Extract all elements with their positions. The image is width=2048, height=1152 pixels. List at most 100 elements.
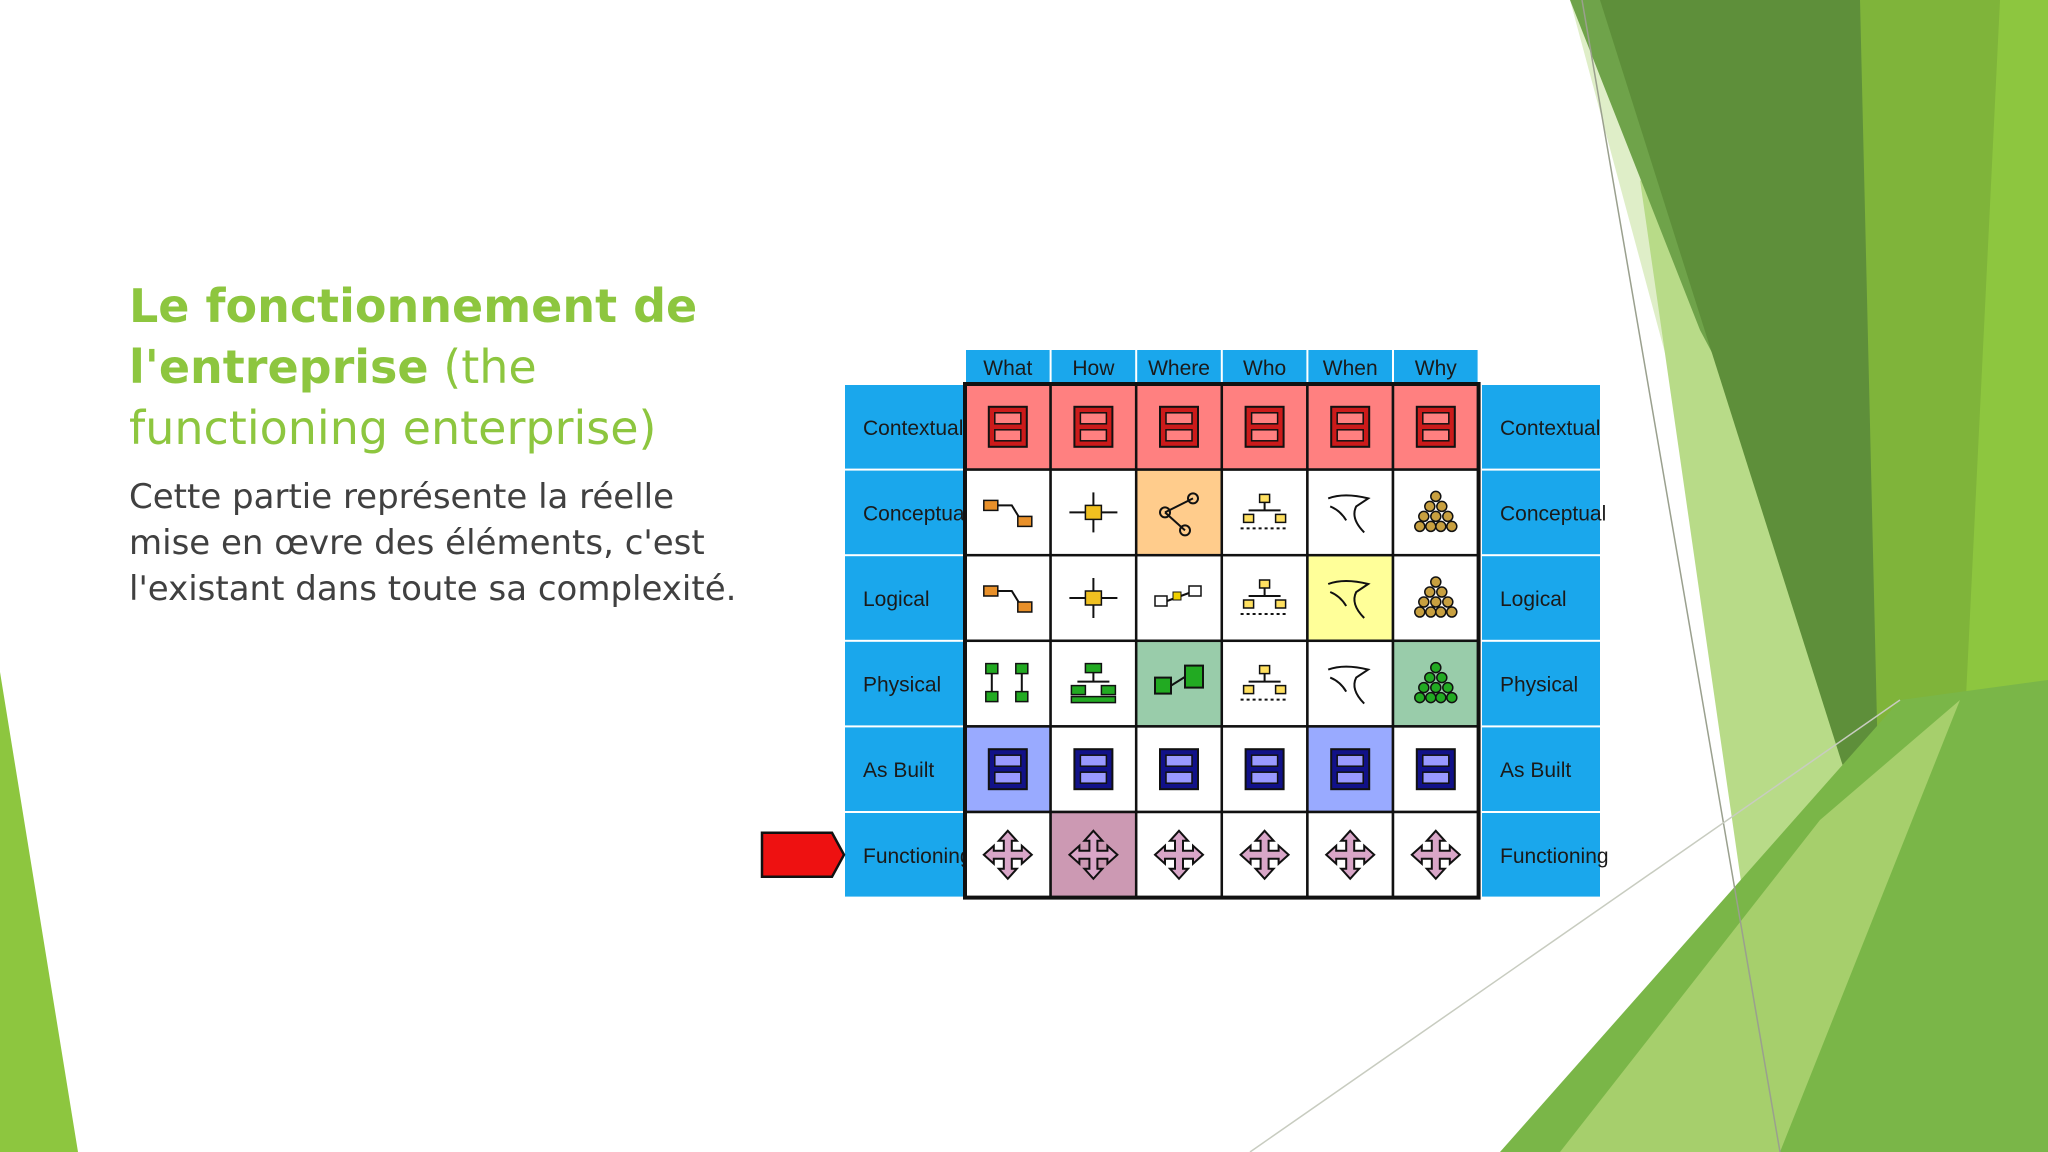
row-label-left-conceptual: Conceptual xyxy=(863,502,969,525)
cell-bg xyxy=(1049,639,1138,728)
cell-physical-when xyxy=(1306,639,1395,728)
row-label-left-contextual: Contextual xyxy=(863,417,963,440)
model-icon xyxy=(985,662,1029,703)
row-label-bg xyxy=(1482,641,1600,726)
model-icon xyxy=(1154,664,1204,695)
right-bright-facet xyxy=(1860,0,2000,850)
four-arrows-icon xyxy=(1067,829,1119,881)
four-arrows-icon xyxy=(982,829,1034,881)
cell-as-built-who xyxy=(1220,725,1309,814)
cell-physical-where xyxy=(1134,639,1224,728)
cell-conceptual-how xyxy=(1049,468,1138,557)
cell-contextual-how xyxy=(1049,382,1138,471)
slide-title: Le fonctionnement de l'entreprise (the f… xyxy=(129,276,749,459)
row-label-left-physical: Physical xyxy=(863,674,941,697)
cell-contextual-who xyxy=(1220,382,1309,471)
deco-line xyxy=(1581,0,1781,1152)
cell-bg xyxy=(1306,553,1395,643)
column-header-what: What xyxy=(983,357,1032,380)
column-header-where: Where xyxy=(1148,357,1210,380)
cell-physical-how xyxy=(1049,639,1138,728)
column-header-when: When xyxy=(1323,357,1378,380)
column-header-bg xyxy=(1222,350,1307,382)
model-icon xyxy=(1154,585,1202,607)
column-header-bg xyxy=(1051,350,1136,382)
row-label-bg xyxy=(1482,556,1600,640)
row-label-right-functioning: Functioning xyxy=(1500,845,1609,868)
model-icon xyxy=(1240,579,1289,615)
row-label-bg xyxy=(1482,385,1600,469)
cell-bg xyxy=(1220,553,1309,643)
row-label-bg xyxy=(845,470,963,555)
model-icon xyxy=(1070,662,1117,704)
cell-conceptual-who xyxy=(1220,468,1309,557)
model-icon xyxy=(983,499,1033,528)
cell-as-built-what xyxy=(963,725,1052,814)
cell-logical-when xyxy=(1306,553,1395,643)
cell-physical-who xyxy=(1220,639,1309,728)
model-icon xyxy=(1414,576,1458,618)
cell-bg xyxy=(1306,639,1395,728)
cell-bg xyxy=(963,553,1052,643)
four-arrows-icon xyxy=(1410,829,1462,881)
model-icon xyxy=(1069,492,1118,533)
cell-bg xyxy=(1306,468,1395,557)
slide-body: Cette partie représente la réelle mise e… xyxy=(129,474,769,612)
cell-logical-why xyxy=(1391,553,1480,643)
row-label-bg xyxy=(845,385,963,469)
cell-bg xyxy=(1134,639,1224,728)
cell-logical-how xyxy=(1049,553,1138,643)
column-header-who: Who xyxy=(1243,357,1286,380)
four-arrows-icon xyxy=(1324,829,1376,881)
column-header-bg xyxy=(1308,350,1392,382)
model-icon xyxy=(1240,493,1289,530)
row-label-bg xyxy=(1482,813,1600,897)
cell-logical-what xyxy=(963,553,1052,643)
column-header-why: Why xyxy=(1415,357,1458,380)
cell-contextual-why xyxy=(1391,382,1480,471)
model-icon xyxy=(1414,661,1458,704)
cell-contextual-when xyxy=(1306,382,1395,471)
row-label-left-logical: Logical xyxy=(863,588,930,611)
slide-title-regular: (the functioning enterprise) xyxy=(129,340,657,455)
model-icon xyxy=(1159,492,1199,537)
four-arrows-icon xyxy=(1239,829,1291,881)
slide-title-bold: Le fonctionnement de l'entreprise xyxy=(129,279,698,394)
four-arrows-icon xyxy=(1153,829,1205,881)
cell-contextual-what xyxy=(963,382,1052,471)
cell-as-built-why xyxy=(1391,725,1480,814)
model-icon xyxy=(1414,490,1458,533)
grid-border xyxy=(963,382,1481,900)
cell-functioning-what xyxy=(963,810,1052,899)
cell-conceptual-what xyxy=(963,468,1052,557)
row-label-left-as-built: As Built xyxy=(863,759,934,782)
column-header-bg xyxy=(1394,350,1478,382)
cell-physical-why xyxy=(1391,639,1480,728)
column-header-bg xyxy=(1137,350,1221,382)
cell-as-built-when xyxy=(1306,725,1395,814)
cell-logical-where xyxy=(1134,553,1224,643)
model-icon xyxy=(1327,580,1371,619)
cell-functioning-how xyxy=(1049,810,1138,899)
row-label-bg xyxy=(845,727,963,811)
row-label-right-physical: Physical xyxy=(1500,674,1578,697)
model-icon xyxy=(1069,578,1118,618)
cell-functioning-why xyxy=(1391,810,1480,899)
row-label-bg xyxy=(1482,727,1600,811)
model-icon xyxy=(1240,664,1289,701)
row-label-right-as-built: As Built xyxy=(1500,759,1571,782)
row-label-bg xyxy=(845,641,963,726)
bottom-light-facet xyxy=(1560,700,1960,1152)
cell-conceptual-when xyxy=(1306,468,1395,557)
cell-bg xyxy=(1220,468,1309,557)
cell-contextual-where xyxy=(1134,382,1224,471)
deco-line xyxy=(1249,699,1901,1152)
row-label-bg xyxy=(845,813,963,897)
body-line: Cette partie représente la réelle xyxy=(129,477,675,517)
row-label-bg xyxy=(845,556,963,640)
cell-functioning-where xyxy=(1134,810,1224,899)
cell-physical-what xyxy=(963,639,1052,728)
row-label-right-logical: Logical xyxy=(1500,588,1567,611)
